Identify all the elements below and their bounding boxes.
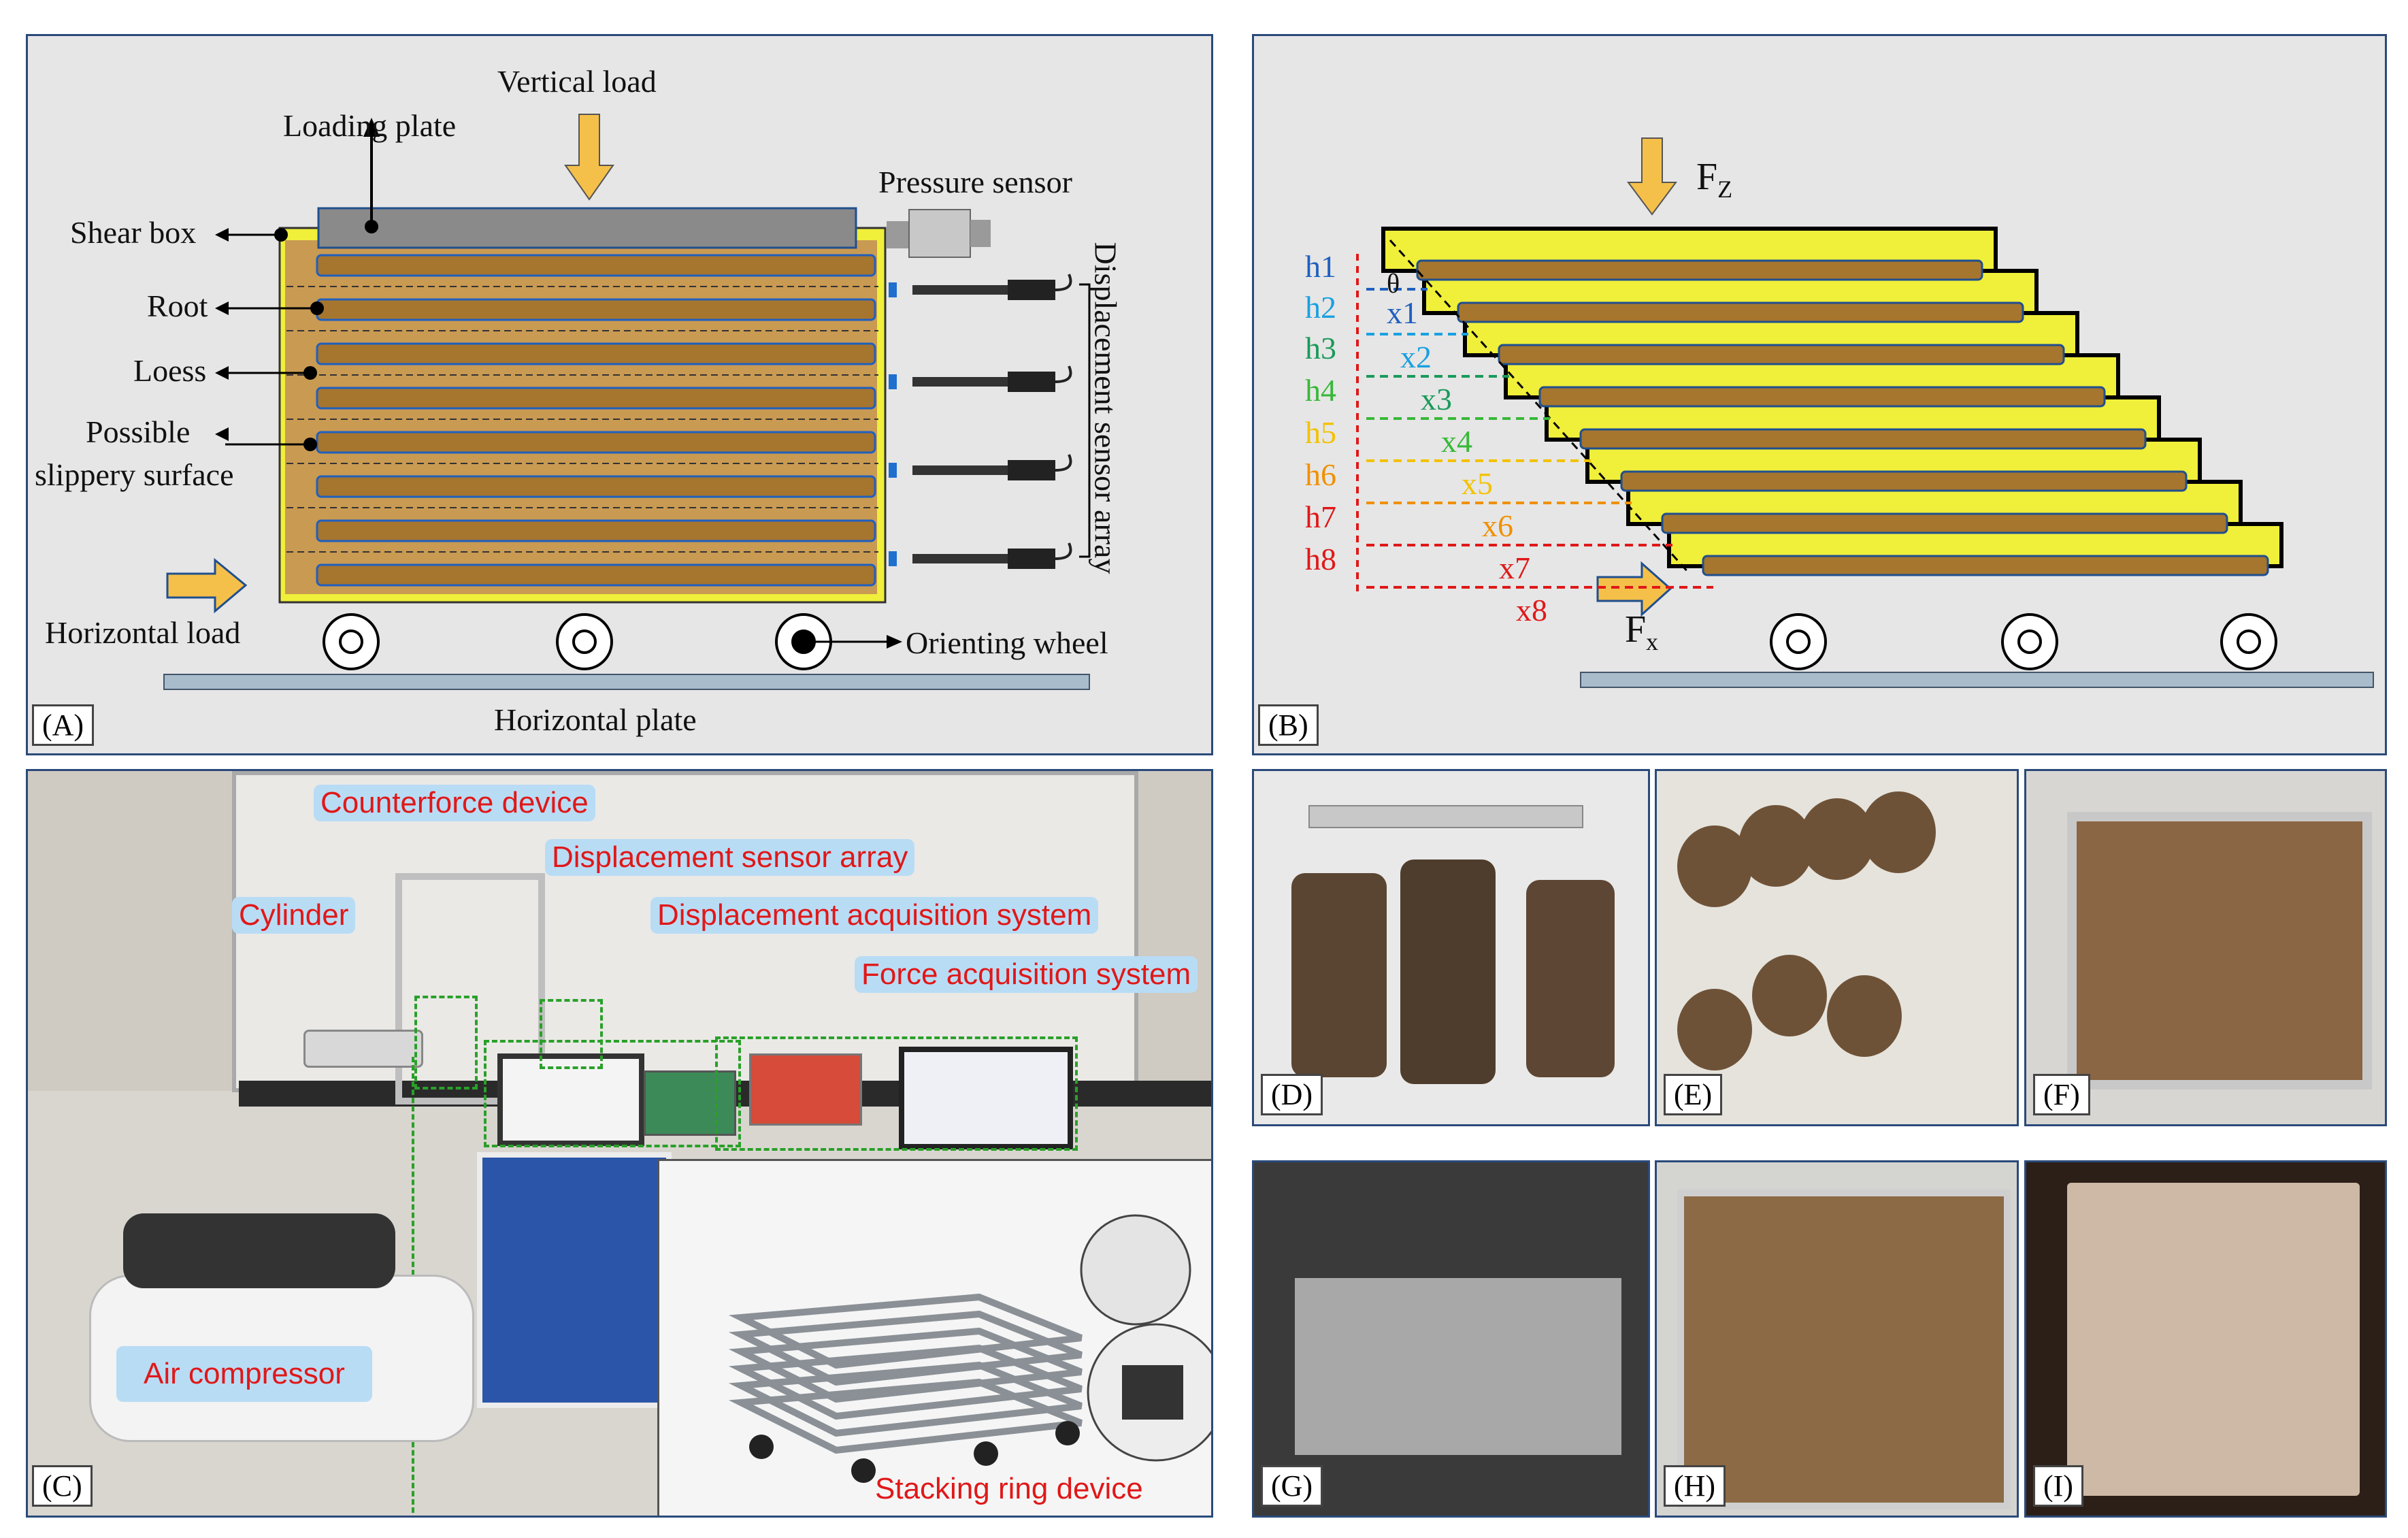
roots-d1 bbox=[1291, 873, 1387, 1077]
laptop-1 bbox=[497, 1053, 644, 1146]
photo-d-tag: (D) bbox=[1261, 1074, 1323, 1115]
label-pressure-sensor: Pressure sensor bbox=[878, 165, 1072, 199]
panel-c-tag: (C) bbox=[32, 1465, 93, 1507]
x-label-4: x4 bbox=[1441, 424, 1472, 459]
root-layers bbox=[316, 254, 876, 587]
photo-e-tag: (E) bbox=[1664, 1074, 1723, 1115]
x-label-2: x2 bbox=[1400, 340, 1432, 374]
panel-a-diagram bbox=[163, 114, 1091, 690]
horizontal-plate bbox=[163, 674, 1090, 690]
laptop-2 bbox=[899, 1047, 1073, 1149]
horizontal-load-arrow bbox=[166, 557, 248, 614]
stacking-ring-drawing bbox=[728, 1214, 1211, 1483]
photo-i: (I) bbox=[2024, 1160, 2387, 1518]
label-counterforce: Counterforce device bbox=[314, 785, 595, 821]
h-label-5: h5 bbox=[1305, 415, 1336, 450]
x-label-3: x3 bbox=[1421, 382, 1452, 416]
label-loading-plate: Loading plate bbox=[283, 108, 457, 143]
ring-roots bbox=[1416, 259, 2269, 576]
vertical-load-arrow bbox=[564, 114, 614, 201]
label-vertical-load: Vertical load bbox=[497, 64, 657, 99]
label-horizontal-load: Horizontal load bbox=[45, 615, 241, 650]
label-force-acq: Force acquisition system bbox=[855, 956, 1198, 993]
panel-c: Counterforce device Displacement sensor … bbox=[26, 769, 1213, 1518]
h-label-2: h2 bbox=[1305, 290, 1336, 325]
acq-box-2 bbox=[644, 1070, 736, 1136]
h-label-4: h4 bbox=[1305, 373, 1336, 408]
panel-b-diagram bbox=[1356, 137, 2374, 688]
green-box-3 bbox=[484, 1040, 741, 1147]
h-label-3: h3 bbox=[1305, 331, 1336, 365]
photo-g: (G) bbox=[1252, 1160, 1650, 1518]
photo-h: (H) bbox=[1655, 1160, 2019, 1518]
panel-b: FZ Fx θ h1 h2 h3 h4 h5 h6 h7 h8 x1 x2 x3… bbox=[1252, 34, 2387, 755]
h-label-6: h6 bbox=[1305, 457, 1336, 492]
photo-d: (D) bbox=[1252, 769, 1650, 1126]
x-label-5: x5 bbox=[1462, 466, 1493, 501]
x-label-6: x6 bbox=[1482, 508, 1513, 543]
soil-piles bbox=[1670, 785, 1956, 1098]
label-displacement-array: Displacement sensor array bbox=[1088, 242, 1123, 574]
h-label-8: h8 bbox=[1305, 542, 1336, 576]
x-label-7: x7 bbox=[1499, 551, 1530, 585]
displacement-sensors bbox=[889, 274, 1091, 569]
ruler bbox=[1308, 805, 1583, 828]
label-horizontal-plate: Horizontal plate bbox=[494, 702, 697, 737]
label-cylinder: Cylinder bbox=[232, 897, 356, 934]
frame bbox=[395, 873, 545, 1105]
photo-i-tag: (I) bbox=[2033, 1465, 2083, 1507]
label-root: Root bbox=[147, 289, 208, 323]
fx-label: Fx bbox=[1625, 608, 1659, 656]
roots-d3 bbox=[1526, 880, 1615, 1077]
h-label-1: h1 bbox=[1305, 249, 1336, 284]
photo-e: (E) bbox=[1655, 769, 2019, 1126]
x-label-8: x8 bbox=[1516, 593, 1547, 627]
panel-b-tag: (B) bbox=[1258, 704, 1319, 746]
loading-plate bbox=[317, 207, 857, 249]
label-disp-acq: Displacement acquisition system bbox=[650, 897, 1099, 934]
soil-box-f bbox=[2067, 812, 2372, 1090]
fz-arrow bbox=[1627, 137, 1677, 216]
scan-model-i bbox=[2067, 1183, 2360, 1496]
label-slippery: slippery surface bbox=[35, 457, 234, 492]
label-orienting-wheel: Orienting wheel bbox=[906, 625, 1108, 660]
compressor-motors bbox=[123, 1213, 395, 1288]
stacking-inset bbox=[657, 1159, 1211, 1516]
fx-arrow bbox=[1596, 561, 1672, 617]
label-compressor: Air compressor bbox=[116, 1346, 372, 1402]
theta-label: θ bbox=[1387, 268, 1400, 299]
label-stacking: Stacking ring device bbox=[875, 1472, 1143, 1505]
acq-box bbox=[749, 1053, 862, 1126]
photo-h-tag: (H) bbox=[1664, 1465, 1726, 1507]
photo-g-tag: (G) bbox=[1261, 1465, 1323, 1507]
x-label-1: x1 bbox=[1387, 295, 1418, 330]
wheels bbox=[323, 613, 832, 670]
cylinder bbox=[303, 1030, 423, 1068]
green-box-2 bbox=[540, 999, 603, 1069]
wheels-b bbox=[1770, 613, 2277, 670]
photo-f: (F) bbox=[2024, 769, 2387, 1126]
photo-f-tag: (F) bbox=[2033, 1074, 2090, 1115]
stacked-rings-g bbox=[1295, 1278, 1621, 1455]
soil-box-h bbox=[1677, 1190, 2011, 1509]
panel-a-tag: (A) bbox=[32, 704, 95, 746]
label-loess: Loess bbox=[133, 353, 207, 388]
horizontal-plate-b bbox=[1580, 672, 2374, 688]
green-box-1 bbox=[414, 996, 478, 1090]
h-label-7: h7 bbox=[1305, 500, 1336, 534]
label-disp-sensor: Displacement sensor array bbox=[545, 839, 915, 876]
green-box-4 bbox=[715, 1036, 1078, 1151]
fz-label: FZ bbox=[1696, 156, 1733, 203]
label-possible: Possible bbox=[86, 414, 191, 449]
panel-a: Vertical load Loading plate Pressure sen… bbox=[26, 34, 1213, 755]
roots-d2 bbox=[1400, 860, 1496, 1084]
cabinet bbox=[477, 1152, 672, 1408]
label-shear-box: Shear box bbox=[70, 215, 197, 250]
